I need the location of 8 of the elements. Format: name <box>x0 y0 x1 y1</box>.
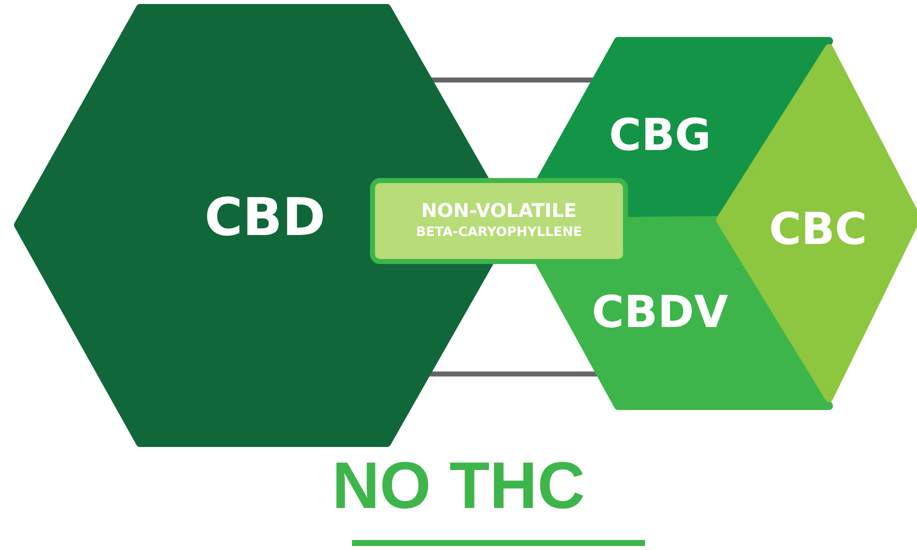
compound-name: CBD <box>204 192 326 244</box>
compound-name: CBC <box>768 208 868 252</box>
compound-name: CBG <box>609 114 711 158</box>
compound-name: CBDV <box>592 291 728 335</box>
badge-text: NON-VOLATILE <box>421 202 577 222</box>
badge-text: BETA-CARYOPHYLLENE <box>416 226 582 240</box>
heading-text: NO THC <box>332 448 585 522</box>
label-badge <box>370 178 628 264</box>
